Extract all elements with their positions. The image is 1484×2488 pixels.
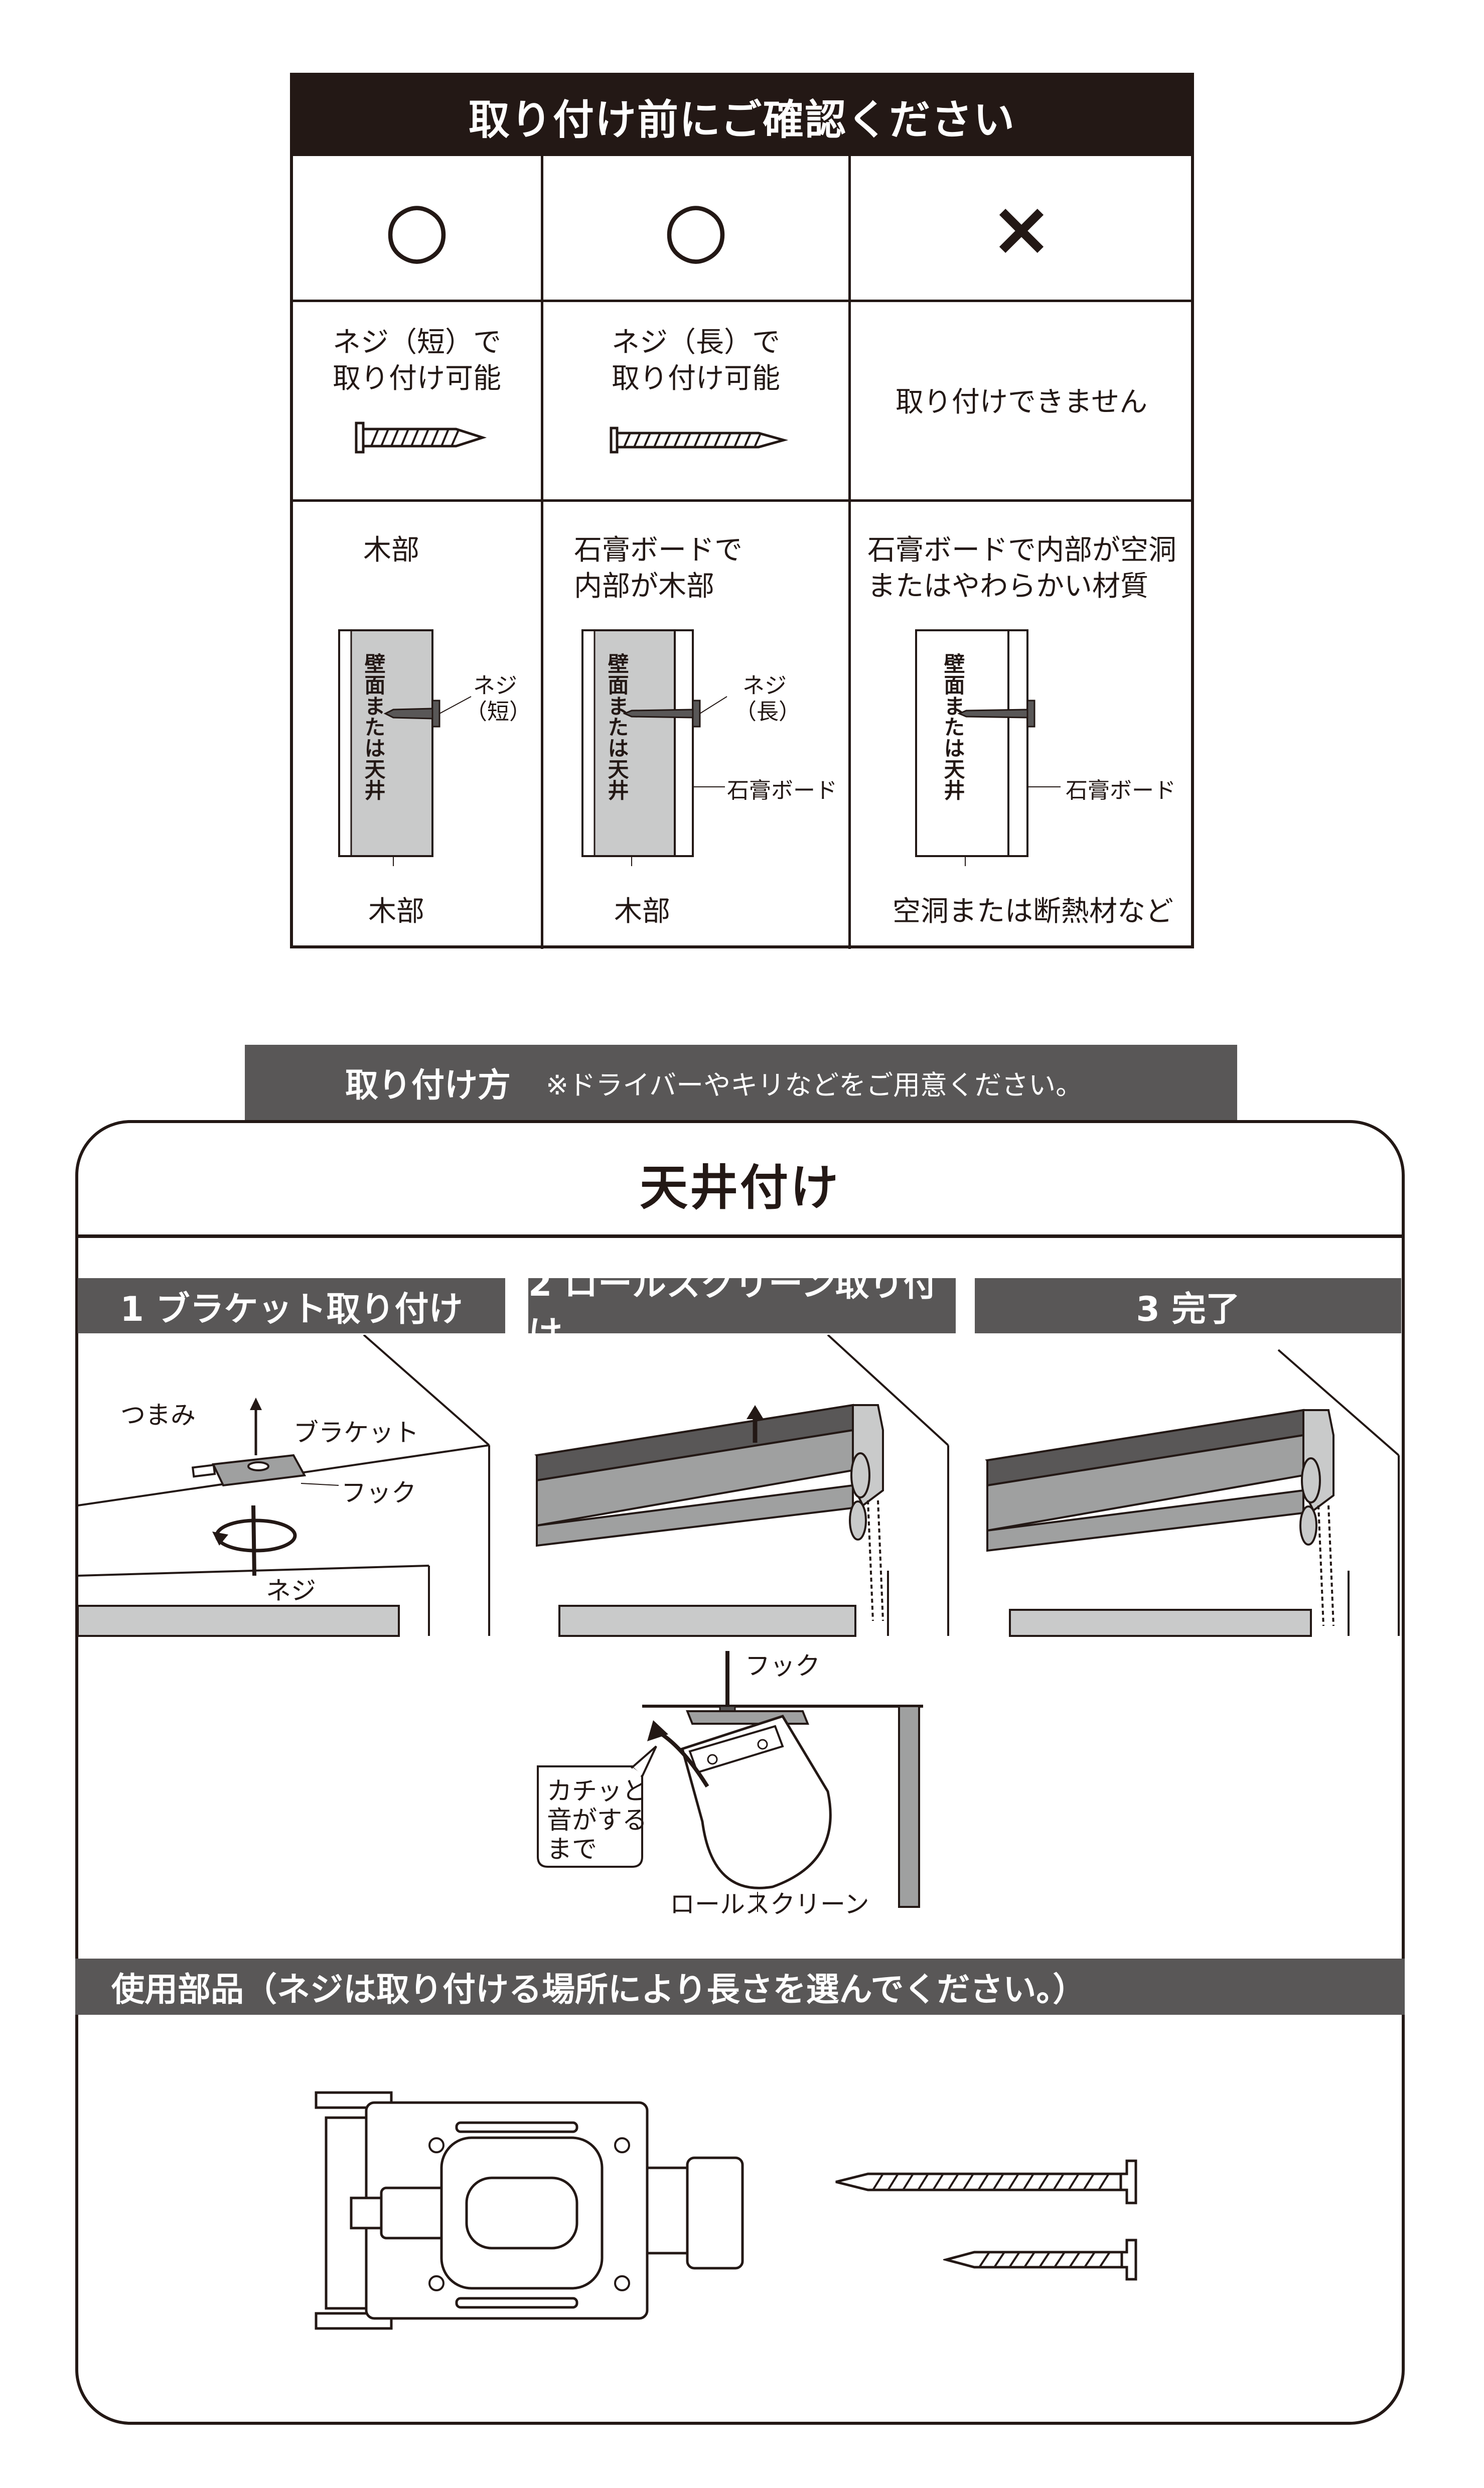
col2-wall-label: 壁面または天井	[605, 653, 629, 800]
col2-screw-text-line1: ネジ（長）で	[612, 326, 780, 359]
col1-bottom-label: 木部	[368, 895, 424, 928]
col3-material: 石膏ボードで内部が空洞 またはやわらかい材質	[867, 532, 1176, 605]
step2-roll-label: ロールスクリーン	[670, 1890, 869, 1919]
col3-material-line1: 石膏ボードで内部が空洞	[867, 534, 1176, 567]
step-1-bracket-illustration	[78, 1335, 490, 1637]
step1-knob-label: つまみ	[120, 1401, 196, 1430]
step-2-roll-screen-illustration	[534, 1335, 949, 1637]
ok-mark-2: ○	[663, 185, 729, 272]
howto-header-bar: 取り付け方 ※ドライバーやキリなどをご用意ください。	[245, 1045, 1237, 1120]
short-screw-icon	[355, 422, 487, 454]
parts-header-bar: 使用部品（ネジは取り付ける場所により長さを選んでください。）	[75, 1959, 1405, 2015]
step2-click-line3: まで	[547, 1835, 597, 1864]
column-divider-2	[848, 156, 851, 949]
ceiling-mount-panel: 天井付け	[75, 1120, 1405, 2425]
col2-side-callout: 石膏ボード	[727, 778, 837, 803]
howto-title: 取り付け方	[345, 1066, 511, 1104]
col3-side-callout: 石膏ボード	[1066, 778, 1176, 803]
check-table: 取り付け前にご確認ください ○ ○ × ネジ（短）で 取り付け可能 ネジ（長）で…	[290, 73, 1194, 949]
panel-title: 天井付け	[640, 1159, 840, 1216]
col1-screw-text-line1: ネジ（短）で	[333, 326, 501, 359]
step-3-bar: 3 完了	[975, 1278, 1401, 1333]
step-2-bar: 2 ロールスクリーン取り付け	[528, 1265, 956, 1354]
col2-screw-callout: ネジ （長）	[734, 673, 801, 725]
step-2-detail-illustration	[537, 1651, 923, 1912]
row-divider-2	[293, 499, 1192, 502]
col1-screw-text: ネジ（短）で 取り付け可能	[293, 325, 541, 397]
step-3-complete-illustration	[985, 1349, 1400, 1637]
step-1-bar: 1 ブラケット取り付け	[78, 1278, 505, 1333]
col2-bottom-label: 木部	[614, 895, 670, 928]
col1-material: 木部	[363, 534, 419, 567]
bracket-part-icon	[315, 2091, 744, 2330]
step1-hook-label: フック	[341, 1478, 416, 1507]
ok-mark-1: ○	[384, 185, 450, 272]
col2-material-line2: 内部が木部	[574, 570, 714, 603]
step1-screw-label: ネジ	[266, 1576, 316, 1605]
row-divider-1	[293, 300, 1192, 302]
col2-screw-text-line2: 取り付け可能	[612, 362, 780, 395]
col3-bottom-label: 空洞または断熱材など	[893, 895, 1173, 928]
col2-screw-callout-line1: ネジ	[743, 673, 787, 699]
long-screw-icon	[610, 427, 789, 454]
step2-click-line1: カチッと	[547, 1776, 647, 1806]
col2-gypsum-wood-diagram	[581, 629, 727, 866]
col1-wall-label: 壁面または天井	[361, 653, 386, 800]
howto-note: ※ドライバーやキリなどをご用意ください。	[546, 1069, 1083, 1101]
ng-mark: ×	[990, 185, 1053, 272]
step1-bracket-label: ブラケット	[293, 1418, 419, 1447]
col3-wall-label: 壁面または天井	[941, 653, 965, 800]
col1-screw-text-line2: 取り付け可能	[333, 362, 501, 395]
col1-screw-callout: ネジ （短）	[465, 673, 531, 725]
col2-material: 石膏ボードで 内部が木部	[574, 532, 743, 605]
col3-screw-text: 取り付けできません	[895, 386, 1148, 419]
col1-wood-diagram	[338, 629, 472, 866]
panel-title-divider	[78, 1234, 1402, 1238]
col1-screw-callout-line2: （短）	[465, 699, 531, 725]
col2-material-line1: 石膏ボードで	[574, 534, 743, 567]
step2-click-line2: 音がする	[547, 1806, 647, 1835]
col1-screw-callout-line1: ネジ	[473, 673, 517, 699]
col3-material-line2: またはやわらかい材質	[867, 570, 1148, 603]
step2-hook-label: フック	[745, 1651, 820, 1681]
col2-screw-callout-line2: （長）	[734, 699, 801, 725]
long-screw-part-icon	[835, 2159, 1137, 2204]
column-divider-1	[541, 156, 543, 949]
col2-screw-text: ネジ（長）で 取り付け可能	[543, 325, 848, 397]
check-table-title: 取り付け前にご確認ください	[293, 76, 1191, 156]
short-screw-part-icon	[943, 2239, 1137, 2281]
step2-click-label: カチッと 音がする まで	[547, 1776, 647, 1864]
col3-hollow-diagram	[915, 629, 1061, 866]
